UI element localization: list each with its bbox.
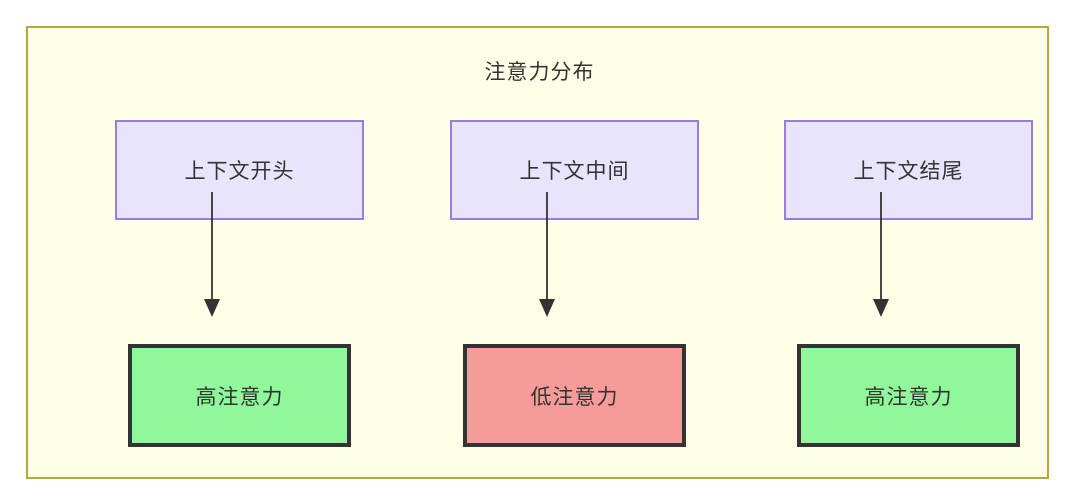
node-context-start[interactable]: 上下文开头: [115, 120, 364, 220]
node-low-attention-middle-label: 低注意力: [530, 385, 619, 409]
node-high-attention-end-label: 高注意力: [864, 385, 953, 409]
node-context-start-label: 上下文开头: [184, 160, 295, 183]
node-high-attention-start-label: 高注意力: [195, 385, 284, 409]
node-context-middle[interactable]: 上下文中间: [450, 120, 699, 220]
attention-distribution-frame: 注意力分布 上下文开头 上下文中间 上下文结尾 高注意力 低注意力 高注意力: [26, 26, 1049, 479]
node-high-attention-start[interactable]: 高注意力: [128, 344, 351, 447]
node-high-attention-end[interactable]: 高注意力: [797, 344, 1020, 447]
diagram-title: 注意力分布: [484, 61, 595, 84]
node-context-end[interactable]: 上下文结尾: [784, 120, 1033, 220]
node-low-attention-middle[interactable]: 低注意力: [463, 344, 686, 447]
node-context-middle-label: 上下文中间: [519, 160, 630, 183]
node-context-end-label: 上下文结尾: [853, 160, 964, 183]
